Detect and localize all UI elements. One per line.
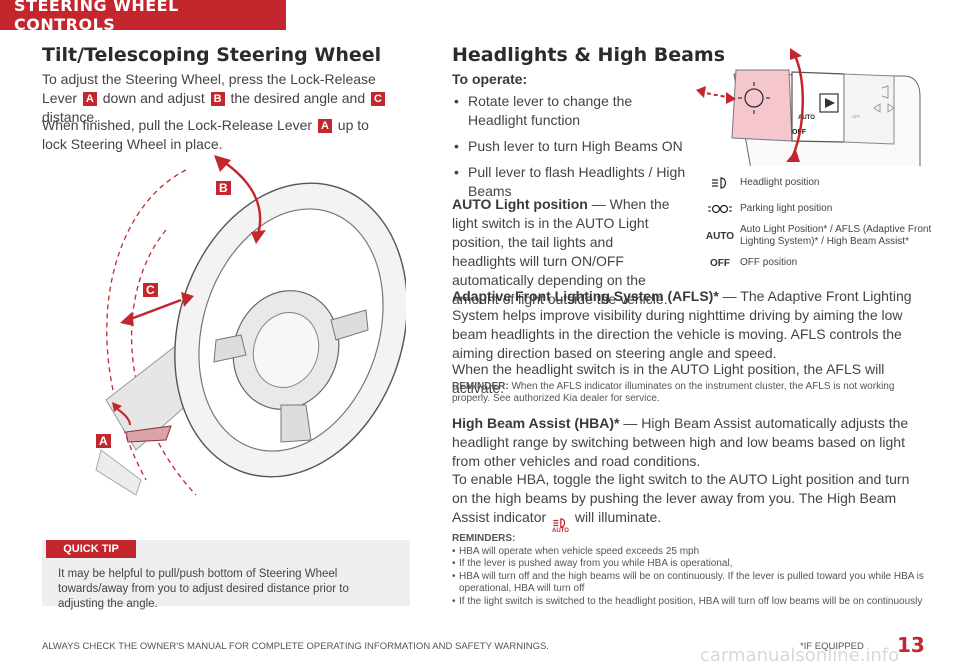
list-item: HBA will operate when vehicle speed exce… — [452, 546, 932, 559]
quick-tip-label: QUICK TIP — [46, 540, 136, 558]
quick-tip-text: It may be helpful to pull/push bottom of… — [58, 568, 349, 610]
footer-disclaimer: ALWAYS CHECK THE OWNER'S MANUAL FOR COMP… — [42, 641, 549, 652]
hba-enable-text-2: will illuminate. — [574, 509, 662, 525]
footnote-if-equipped: *IF EQUIPPED — [800, 641, 864, 652]
headlight-lever-illustration: AUTO OFF OFF — [694, 46, 934, 187]
afls-reminder: REMINDER: When the AFLS indicator illumi… — [452, 381, 922, 405]
lever-drawing: AUTO OFF OFF — [696, 48, 921, 187]
legend-row-headlight: Headlight position — [700, 172, 940, 194]
auto-light-paragraph: AUTO Light position — When the light swi… — [452, 195, 680, 309]
hba-reminders: REMINDERS: HBA will operate when vehicle… — [452, 533, 932, 608]
hba-indicator-icon: AUTO — [552, 518, 569, 534]
watermark: carmanualsonline.info — [700, 645, 900, 666]
hba-indicator-label: AUTO — [552, 528, 569, 534]
list-item: HBA will turn off and the high beams wil… — [452, 571, 932, 596]
headlight-legend: Headlight position Parking light positio… — [700, 172, 940, 278]
callout-c-label: C — [143, 283, 158, 297]
reminders-title: REMINDERS: — [452, 533, 516, 544]
lever-off-small-label: OFF — [852, 114, 861, 119]
hba-enable-paragraph: To enable HBA, toggle the light switch t… — [452, 470, 922, 534]
auto-light-text: — When the light switch is in the AUTO L… — [452, 196, 670, 307]
steering-wheel-illustration: B C A — [86, 150, 408, 520]
legend-text: OFF position — [740, 257, 798, 268]
headlights-title: Headlights & High Beams — [452, 44, 726, 66]
legend-text: Parking light position — [740, 203, 833, 214]
legend-row-off: OFF OFF position — [700, 252, 940, 274]
legend-row-parking: Parking light position — [700, 198, 940, 220]
operate-bullet-list: Rotate lever to change the Headlight fun… — [452, 92, 692, 208]
callout-a-label: A — [96, 434, 111, 448]
parking-light-icon — [700, 203, 740, 215]
hba-title: High Beam Assist (HBA)* — [452, 415, 620, 431]
page-number: 13 — [897, 633, 925, 657]
lock-instructions: When finished, pull the Lock-Release Lev… — [42, 116, 372, 154]
section-title: STEERING WHEEL CONTROLS — [14, 0, 179, 34]
hba-enable-text-1: To enable HBA, toggle the light switch t… — [452, 471, 910, 525]
lock-text-1: When finished, pull the Lock-Release Lev… — [42, 117, 313, 133]
list-item: If the lever is pushed away from you whi… — [452, 558, 932, 571]
adjust-text-4: distance. — [42, 109, 99, 125]
afls-auto-paragraph: When the headlight switch is in the AUTO… — [452, 361, 885, 396]
legend-row-auto: AUTO Auto Light Position* / AFLS (Adapti… — [700, 224, 940, 248]
list-item: If the light switch is switched to the h… — [452, 596, 932, 609]
to-operate-heading: To operate: — [452, 71, 528, 87]
callout-chip-a: A — [82, 92, 97, 106]
list-item: Rotate lever to change the Headlight fun… — [452, 92, 692, 130]
afls-paragraph: Adaptive Front Lighting System (AFLS)* —… — [452, 287, 922, 363]
reminder-text: When the AFLS indicator illuminates on t… — [452, 381, 895, 404]
auto-label: AUTO — [705, 230, 735, 242]
callout-chip-c: C — [371, 92, 385, 106]
adjust-text-1: To adjust the Steering Wheel, press the … — [42, 71, 376, 106]
reminder-title: REMINDER: — [452, 381, 509, 392]
auto-light-title: AUTO Light position — [452, 196, 588, 212]
hba-text: — High Beam Assist automatically adjusts… — [452, 415, 909, 469]
afls-title: Adaptive Front Lighting System (AFLS)* — [452, 288, 719, 304]
adjust-text-2: down and adjust — [102, 90, 205, 106]
callout-chip-b: B — [210, 92, 225, 106]
headlight-icon — [700, 177, 740, 189]
legend-text: Headlight position — [740, 177, 820, 188]
adjust-instructions: To adjust the Steering Wheel, press the … — [42, 70, 402, 127]
lever-auto-label: AUTO — [798, 115, 815, 121]
callout-b-label: B — [216, 181, 231, 195]
list-item: Pull lever to flash Headlights / High Be… — [452, 163, 692, 201]
list-item: Push lever to turn High Beams ON — [452, 137, 692, 156]
afls-text: — The Adaptive Front Lighting System hel… — [452, 288, 912, 361]
tilt-telescoping-title: Tilt/Telescoping Steering Wheel — [42, 44, 382, 66]
steering-wheel-drawing — [95, 155, 408, 496]
callout-chip-a-lock: A — [317, 119, 332, 133]
legend-text: Auto Light Position* / AFLS (Adaptive Fr… — [740, 224, 932, 247]
adjust-text-3: the desired angle and — [230, 90, 366, 106]
hba-paragraph: High Beam Assist (HBA)* — High Beam Assi… — [452, 414, 922, 471]
lock-text-2: up to lock Steering Wheel in place. — [42, 117, 369, 152]
off-label: OFF — [710, 257, 730, 269]
section-header-tab: STEERING WHEEL CONTROLS — [0, 0, 286, 34]
